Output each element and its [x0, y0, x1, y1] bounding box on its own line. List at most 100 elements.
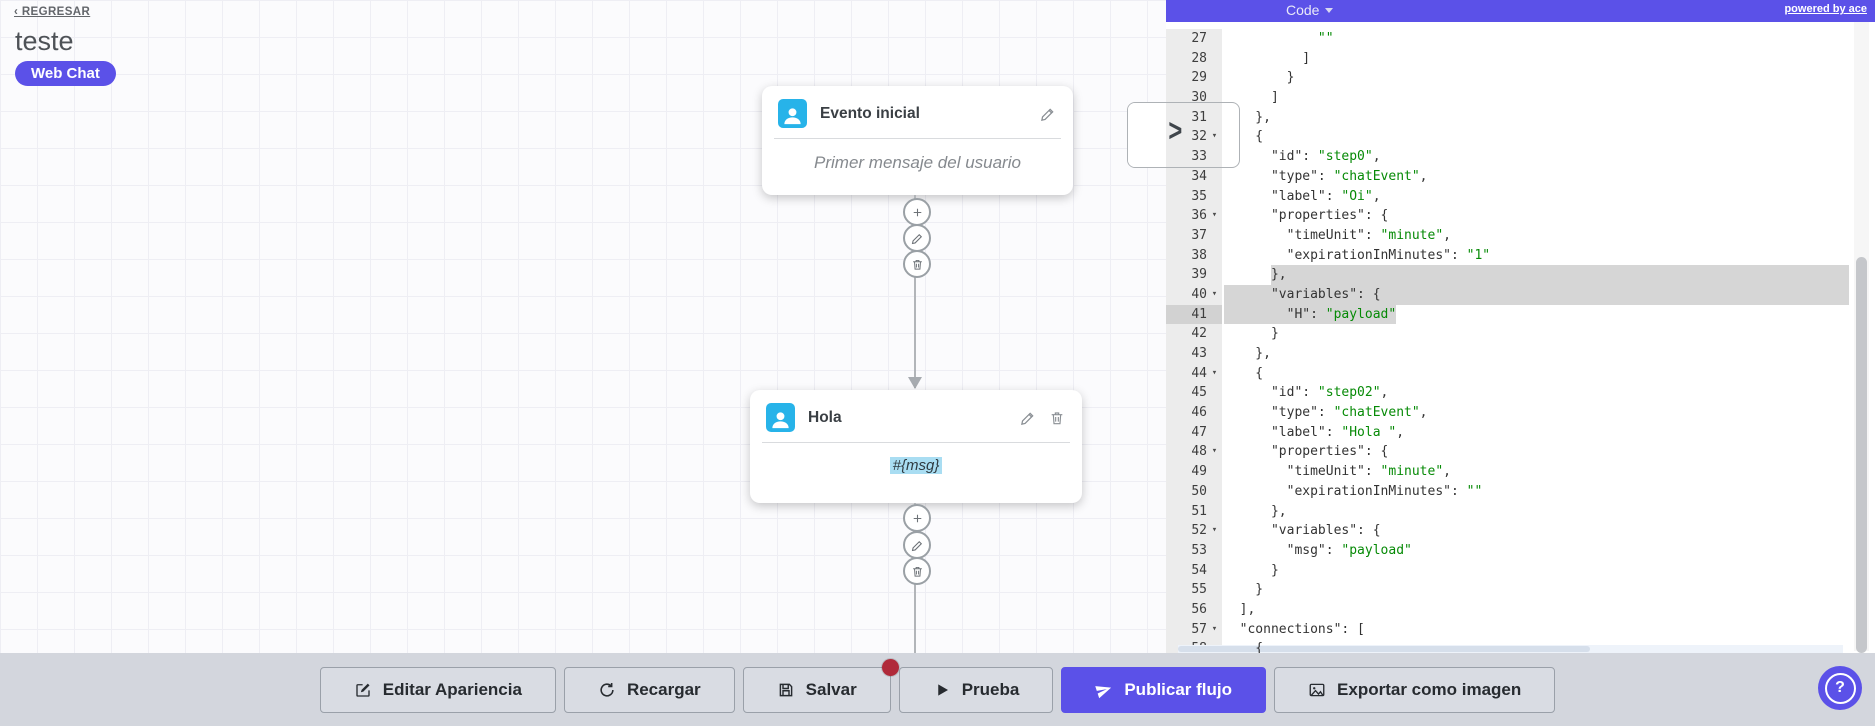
code-line: 56 ], [1166, 599, 1875, 620]
code-line: 44▾ { [1166, 363, 1875, 384]
edit-connection-button[interactable] [903, 224, 931, 252]
channel-badge: Web Chat [15, 61, 116, 86]
fold-spacer [1207, 482, 1222, 502]
line-number: 41 [1166, 304, 1222, 325]
fold-spacer [1207, 29, 1222, 49]
code-line: 33 "id": "step0", [1166, 147, 1875, 167]
line-number: 53 [1166, 540, 1222, 561]
pencil-icon[interactable] [1020, 410, 1036, 426]
fold-arrow-icon[interactable]: ▾ [1211, 367, 1218, 378]
fold-arrow-icon[interactable]: ▾ [1211, 623, 1218, 634]
pencil-icon [911, 540, 922, 551]
help-button[interactable]: ? [1818, 666, 1862, 710]
flow-canvas[interactable]: ‹ REGRESAR teste Web Chat Evento inicial… [0, 0, 1166, 653]
unsaved-changes-dot [881, 658, 899, 676]
fold-arrow-icon[interactable]: ▾ [1211, 446, 1218, 457]
button-label: Publicar flujo [1124, 679, 1233, 699]
question-icon: ? [1824, 672, 1856, 704]
line-number: 27 [1166, 29, 1222, 49]
code-mode-label: Code [1286, 2, 1320, 18]
code-line: 48▾ "properties": { [1166, 442, 1875, 463]
line-number: 38 [1166, 245, 1222, 266]
line-number: 57▾ [1166, 619, 1222, 640]
code-line: 38 "expirationInMinutes": "1" [1166, 245, 1875, 266]
publish-flow-button[interactable]: Publicar flujo [1061, 666, 1267, 713]
line-number: 51 [1166, 501, 1222, 522]
code-line: 54 } [1166, 560, 1875, 581]
fold-spacer [1207, 187, 1222, 207]
line-number: 42 [1166, 324, 1222, 344]
fold-arrow-icon[interactable]: ▾ [1211, 525, 1218, 536]
back-link[interactable]: ‹ REGRESAR [14, 6, 91, 18]
collapse-code-panel-button[interactable]: > [1127, 102, 1240, 168]
fold-spacer [1207, 383, 1222, 403]
line-number: 43 [1166, 344, 1222, 364]
node-title: Evento inicial [820, 104, 920, 122]
add-step-button[interactable] [903, 504, 931, 532]
line-number: 37 [1166, 225, 1222, 246]
fold-spacer [1207, 167, 1222, 187]
code-line: 43 }, [1166, 344, 1875, 364]
node-body-variable: #{msg} [889, 457, 943, 474]
export-image-button[interactable]: Exportar como imagen [1274, 666, 1556, 713]
fold-spacer [1207, 502, 1222, 522]
fold-spacer [1207, 305, 1222, 325]
code-editor[interactable]: 27 ""28 ]29 }30 ]31 },32▾ {33 "id": "ste… [1166, 22, 1875, 653]
code-line: 57▾ "connections": [ [1166, 619, 1875, 640]
node-evento-inicial[interactable]: Evento inicial Primer mensaje del usuari… [762, 86, 1073, 195]
horizontal-scrollbar[interactable] [1178, 645, 1843, 653]
code-line: 52▾ "variables": { [1166, 521, 1875, 541]
code-line: 42 } [1166, 324, 1875, 344]
edit-connection-button[interactable] [903, 531, 931, 559]
fold-arrow-icon[interactable]: ▾ [1211, 131, 1218, 142]
trash-icon[interactable] [1049, 410, 1065, 426]
fold-spacer [1207, 265, 1222, 285]
save-button[interactable]: Salvar [742, 658, 899, 713]
powered-by-ace-link[interactable]: powered by ace [1784, 3, 1867, 15]
fold-arrow-icon[interactable]: ▾ [1211, 288, 1218, 299]
fold-spacer [1207, 423, 1222, 443]
reload-button[interactable]: Recargar [563, 666, 735, 713]
delete-connection-button[interactable] [903, 250, 931, 278]
code-line: 49 "timeUnit": "minute", [1166, 462, 1875, 482]
test-button[interactable]: Prueba [898, 666, 1054, 713]
code-line: 50 "expirationInMinutes": "" [1166, 481, 1875, 502]
fold-spacer [1207, 561, 1222, 581]
line-number: 35 [1166, 186, 1222, 207]
line-number: 31 [1166, 107, 1222, 128]
code-panel[interactable]: Code powered by ace 27 ""28 ]29 }30 ]31 … [1166, 0, 1875, 653]
code-line: 53 "msg": "payload" [1166, 540, 1875, 561]
line-number: 28 [1166, 48, 1222, 69]
vertical-scrollbar[interactable] [1854, 22, 1869, 653]
edit-appearance-button[interactable]: Editar Apariencia [319, 666, 556, 713]
trash-icon [912, 566, 922, 577]
line-number: 33 [1166, 147, 1222, 167]
selection-highlight [1270, 265, 1849, 285]
code-line: 29 } [1166, 68, 1875, 89]
chevron-down-icon [1325, 7, 1334, 13]
code-line: 51 }, [1166, 501, 1875, 522]
line-number: 56 [1166, 599, 1222, 620]
delete-connection-button[interactable] [903, 557, 931, 585]
code-line: 30 ] [1166, 88, 1875, 108]
node-hola[interactable]: Hola #{msg} [750, 390, 1082, 503]
code-line: 32▾ { [1166, 127, 1875, 148]
fold-arrow-icon[interactable]: ▾ [1211, 210, 1218, 221]
code-line: 37 "timeUnit": "minute", [1166, 225, 1875, 246]
line-number: 45 [1166, 383, 1222, 404]
user-icon [778, 99, 807, 128]
image-icon [1308, 681, 1326, 699]
code-mode-dropdown[interactable]: Code [1286, 2, 1334, 18]
horizontal-scrollbar-thumb[interactable] [1178, 646, 1591, 652]
fold-spacer [1207, 68, 1222, 88]
fold-spacer [1207, 246, 1222, 266]
fold-spacer [1207, 226, 1222, 246]
pencil-icon[interactable] [1040, 106, 1056, 122]
code-line: 36▾ "properties": { [1166, 206, 1875, 226]
add-step-button[interactable] [903, 198, 931, 226]
refresh-icon [598, 681, 616, 699]
button-label: Recargar [626, 679, 701, 699]
vertical-scrollbar-thumb[interactable] [1856, 257, 1867, 653]
